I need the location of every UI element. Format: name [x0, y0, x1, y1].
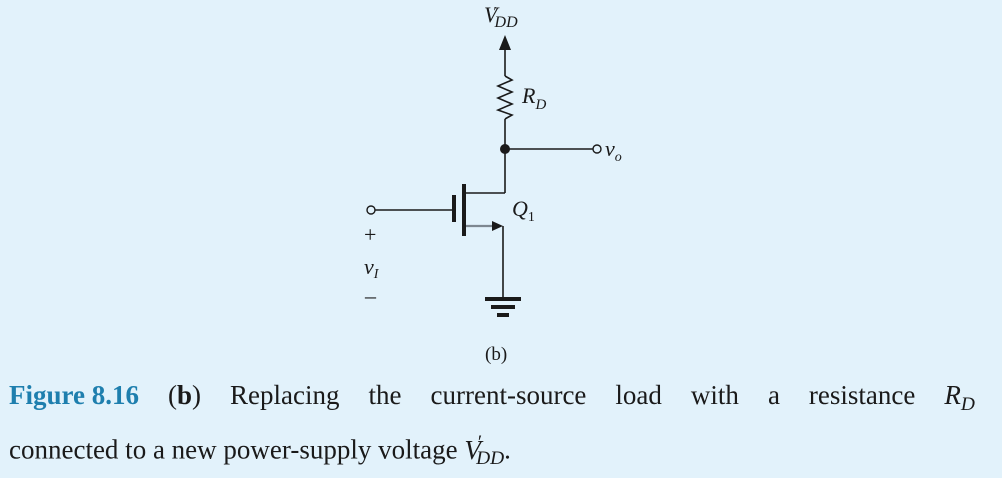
caption-paren-open: ( — [168, 380, 177, 410]
caption-line-1: Figure 8.16 (b) Replacing the current-sour… — [9, 376, 975, 424]
resistor-label-main: R — [521, 83, 536, 108]
caption-word: a — [767, 380, 780, 410]
caption-word: with — [690, 380, 739, 410]
output-terminal — [592, 144, 602, 154]
supply-label-sub: DD — [494, 14, 519, 31]
source-arrow — [492, 221, 503, 231]
ground-symbol — [485, 297, 521, 317]
caption-word: the — [368, 380, 402, 410]
transistor-label-sub: 1 — [528, 210, 535, 225]
input-plus-sign: + — [364, 222, 376, 247]
input-label-main: v — [364, 254, 374, 279]
caption-word: load — [615, 380, 662, 410]
caption-r-main: R — [944, 380, 961, 410]
output-label: vo — [605, 136, 622, 165]
figure-caption: Figure 8.16 (b) Replacing the current-sour… — [9, 376, 975, 478]
figure-sublabel: (b) — [485, 344, 507, 365]
input-label-sub: I — [373, 267, 380, 282]
caption-word: current-source — [430, 380, 587, 410]
transistor-label: Q1 — [512, 196, 535, 225]
caption-paren-close: ) — [192, 380, 202, 410]
caption-line-2: connected to a new power-supply voltage … — [9, 424, 975, 478]
supply-arrow — [499, 35, 511, 50]
caption-figure-number: Figure 8.16 — [9, 380, 139, 410]
circuit-diagram: V′DD RD vo Q1 + vI – (b) — [364, 2, 622, 365]
caption-part-group: (b) — [168, 376, 201, 424]
caption-end: . — [504, 434, 511, 465]
supply-label: V′DD — [484, 2, 518, 31]
output-label-main: v — [605, 136, 615, 161]
caption-part: b — [177, 380, 193, 410]
caption-word: resistance — [808, 380, 916, 410]
resistor-label-sub: D — [534, 97, 546, 113]
caption-r-symbol: RD — [944, 376, 975, 424]
caption-r-sub: D — [960, 393, 975, 415]
supply-label-main: V — [484, 2, 500, 27]
transistor-label-main: Q — [512, 196, 528, 221]
input-label: vI — [364, 254, 380, 282]
input-terminal — [366, 205, 376, 215]
caption-figure-label: Figure 8.16 — [9, 376, 139, 424]
output-label-sub: o — [615, 150, 622, 165]
caption-text-2: connected to a new power-supply voltage — [9, 434, 465, 465]
caption-v-prime: ′ — [477, 431, 483, 453]
caption-word: Replacing — [230, 380, 340, 410]
caption-v-symbol: V′DD — [464, 431, 504, 470]
resistor-label: RD — [521, 83, 546, 113]
caption-v-sub: DD — [476, 448, 505, 470]
supply-label-prime: ′ — [493, 5, 496, 20]
input-minus-sign: – — [364, 283, 377, 308]
resistor-rd — [495, 75, 515, 120]
